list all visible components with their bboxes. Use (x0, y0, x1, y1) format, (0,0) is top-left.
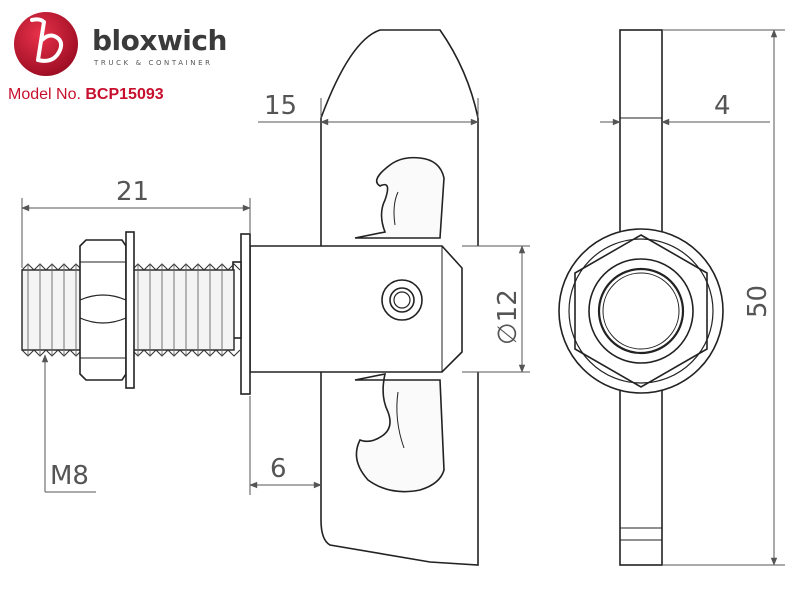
logo-emblem-icon: b (14, 12, 78, 76)
flange-washer (232, 233, 251, 395)
model-number-line: Model No. BCP15093 (8, 86, 164, 104)
dim-flange-thickness: 6 (270, 454, 287, 484)
dim-thread-length: 21 (116, 177, 149, 207)
brand-name: bloxwich (92, 24, 227, 57)
dim-plate-thickness: 4 (714, 91, 731, 121)
dim-thread-size: M8 (50, 461, 89, 491)
latch-barrel (249, 245, 463, 373)
brand-logo: b bloxwich TRUCK & CONTAINER (10, 10, 240, 80)
brand-tagline: TRUCK & CONTAINER (94, 59, 213, 67)
dim-top-width: 15 (264, 91, 297, 121)
dim-overall-height: 50 (743, 285, 773, 318)
model-number: BCP15093 (85, 86, 164, 103)
hex-nut-side (79, 231, 135, 389)
dimension-labels: 15 21 M8 6 ∅12 4 50 (50, 91, 773, 491)
latch-front-view (558, 29, 724, 566)
model-label: Model No. (8, 86, 81, 103)
latch-plate-side-view (320, 29, 479, 566)
dim-diameter: ∅12 (493, 289, 523, 345)
dimension-lines (21, 29, 785, 566)
